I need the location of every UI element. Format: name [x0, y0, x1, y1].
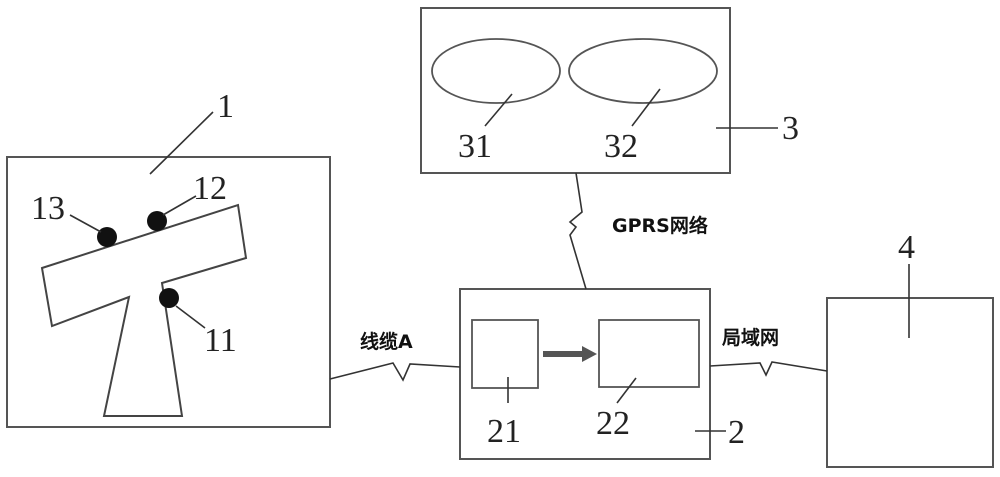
ref-label-22: 22 [596, 405, 630, 442]
component-4: 4 [826, 229, 994, 468]
gprs-link: GPRS网络 [568, 172, 708, 290]
sub-box-21 [471, 319, 539, 389]
gprs-label: GPRS网络 [612, 214, 708, 237]
ref-label-11: 11 [204, 322, 237, 359]
leader-12 [162, 195, 197, 216]
sensor-dot-11 [159, 288, 179, 308]
ref-label-4: 4 [898, 229, 915, 266]
sub-box-22 [598, 319, 700, 388]
ref-label-21: 21 [487, 413, 521, 450]
component-4-box [826, 297, 994, 468]
leader-1 [149, 111, 214, 175]
ref-label-12: 12 [193, 170, 227, 207]
leader-22 [616, 377, 637, 404]
ref-label-32: 32 [604, 128, 638, 165]
gprs-wire [568, 172, 587, 290]
ref-label-1: 1 [217, 88, 234, 125]
ref-label-2: 2 [728, 414, 745, 451]
leader-32 [631, 88, 661, 127]
lan-wire [709, 361, 828, 377]
lan-label: 局域网 [722, 326, 779, 349]
cable-label: 线缆A [360, 330, 413, 353]
sensor-dot-12 [147, 211, 167, 231]
ellipse-31 [431, 38, 561, 104]
cable-link: 线缆A [329, 330, 461, 382]
arrow-21-22-head [582, 346, 597, 362]
sensor-dot-13 [97, 227, 117, 247]
t-structure [40, 203, 248, 417]
leader-11 [175, 305, 206, 329]
leader-13 [69, 214, 102, 233]
leader-31 [484, 93, 513, 127]
component-3: 31 32 3 [420, 7, 799, 174]
lan-link: 局域网 [709, 326, 828, 377]
component-1: 1 13 12 11 [6, 88, 331, 428]
component-2: 21 22 2 [459, 288, 745, 460]
ref-label-31: 31 [458, 128, 492, 165]
cable-wire [329, 362, 461, 382]
ref-label-13: 13 [31, 190, 65, 227]
ellipse-32 [568, 38, 718, 104]
ref-label-3: 3 [782, 110, 799, 147]
